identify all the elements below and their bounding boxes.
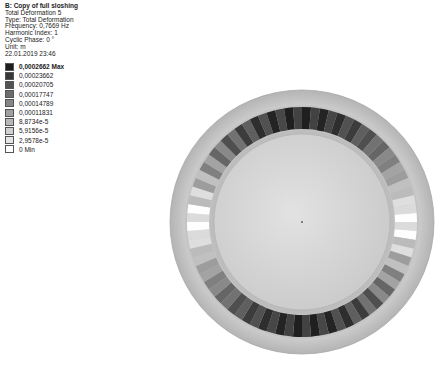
legend-row: 2,9578e-5 [5,136,64,145]
blade-ring [187,107,417,337]
rim-edge [185,105,419,339]
legend-swatch [5,63,14,71]
legend-value: 0,00014789 [19,100,53,107]
legend-row: 0,00020705 [5,80,64,89]
legend-value: 0 Min [19,146,35,153]
outer-rim [170,90,434,354]
blade-segment [309,314,320,337]
legend-swatch [5,109,14,117]
title-block: B: Copy of full sloshingTotal Deformatio… [5,3,78,57]
legend-row: 5,9156e-5 [5,126,64,135]
legend-row: 8,8734e-5 [5,117,64,126]
blade-segment [284,107,295,130]
legend-row: 0,00023662 [5,71,64,80]
blade-segment [293,107,302,129]
info-line: Harmonic Index: 1 [5,30,78,37]
blade-segment [395,213,417,222]
info-line: Cyclic Phase: 0 ° [5,37,78,44]
legend-swatch [5,136,14,144]
legend-value: 0,0002662 Max [19,63,64,70]
legend-swatch [5,72,14,80]
info-line: Total Deformation 5 [5,10,78,17]
blade-segment [187,222,209,231]
inner-ring [210,130,394,314]
legend-value: 0,00017747 [19,91,53,98]
info-line: 22.01.2019 23:46 [5,51,78,58]
legend-swatch [5,145,14,153]
color-legend: 0,0002662 Max 0,00023662 0,00020705 0,00017… [5,62,64,154]
hub-disc [214,134,390,310]
info-line: Unit: m [5,44,78,51]
blade-segment [394,204,417,215]
legend-swatch [5,99,14,107]
legend-value: 2,9578e-5 [19,137,48,144]
blade-segment [302,315,311,337]
legend-row: 0,00014789 [5,99,64,108]
legend-value: 0,00020705 [19,81,53,88]
legend-swatch [5,127,14,135]
legend-row: 0,00017747 [5,90,64,99]
legend-row: 0 Min [5,145,64,154]
blade-segment [187,229,210,240]
legend-value: 8,8734e-5 [19,118,48,125]
legend-value: 5,9156e-5 [19,127,48,134]
legend-row: 0,0002662 Max [5,62,64,71]
legend-swatch [5,118,14,126]
legend-value: 0,00011831 [19,109,53,116]
legend-row: 0,00011831 [5,108,64,117]
legend-swatch [5,90,14,98]
info-line: Type: Total Deformation [5,17,78,24]
legend-swatch [5,81,14,89]
info-line: Frequency: 0,7669 Hz [5,23,78,30]
plot-title: B: Copy of full sloshing [5,3,78,10]
legend-value: 0,00023662 [19,72,53,79]
center-dot [301,221,303,223]
